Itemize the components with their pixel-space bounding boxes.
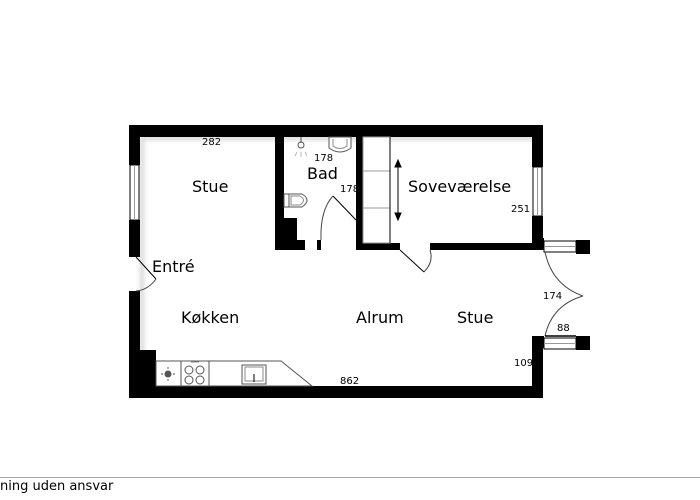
dim-window-width: 88 [557, 323, 570, 334]
cooktop-icon [184, 361, 205, 385]
doors [135, 195, 584, 337]
bath-door-arc [320, 195, 334, 241]
footer-divider [0, 477, 700, 478]
room-label-sovevaerelse: Soveværelse [408, 177, 512, 196]
bedroom-door-arc [423, 249, 432, 273]
dim-bad-height: 178 [340, 184, 360, 195]
walls [129, 125, 590, 398]
double-arrow-icon [394, 158, 402, 222]
disclaimer-text: ning uden ansvar [0, 479, 114, 494]
dim-bad-width: 178 [314, 153, 334, 164]
terrace-door-arc-top [544, 251, 584, 297]
toilet-tank [283, 193, 290, 208]
terrace-door-arc-bottom [544, 295, 584, 337]
wardrobe [362, 136, 391, 244]
windows [129, 164, 577, 350]
entry-door-arc [135, 278, 157, 292]
dim-sovevaerelse-height: 251 [511, 204, 531, 215]
room-label-stue-top: Stue [192, 177, 229, 196]
bath-door-leaf [332, 195, 357, 221]
dim-total-length: 862 [340, 376, 360, 387]
bedroom-door-leaf [399, 249, 425, 273]
bath-fixtures [283, 136, 352, 208]
room-label-bad: Bad [307, 164, 338, 183]
kitchen-counter [155, 360, 314, 387]
kitchen-sink-icon [241, 364, 267, 385]
dim-wall-segment: 109 [514, 358, 534, 369]
entry-door-leaf [135, 256, 157, 280]
fan-icon [164, 370, 172, 378]
dim-stue-width: 282 [202, 137, 222, 148]
room-label-alrum: Alrum [356, 308, 404, 327]
room-label-kokken: Køkken [181, 308, 240, 327]
room-label-entre: Entré [152, 257, 195, 276]
dim-door-width: 174 [543, 291, 563, 302]
room-label-stue-bottom: Stue [457, 308, 494, 327]
